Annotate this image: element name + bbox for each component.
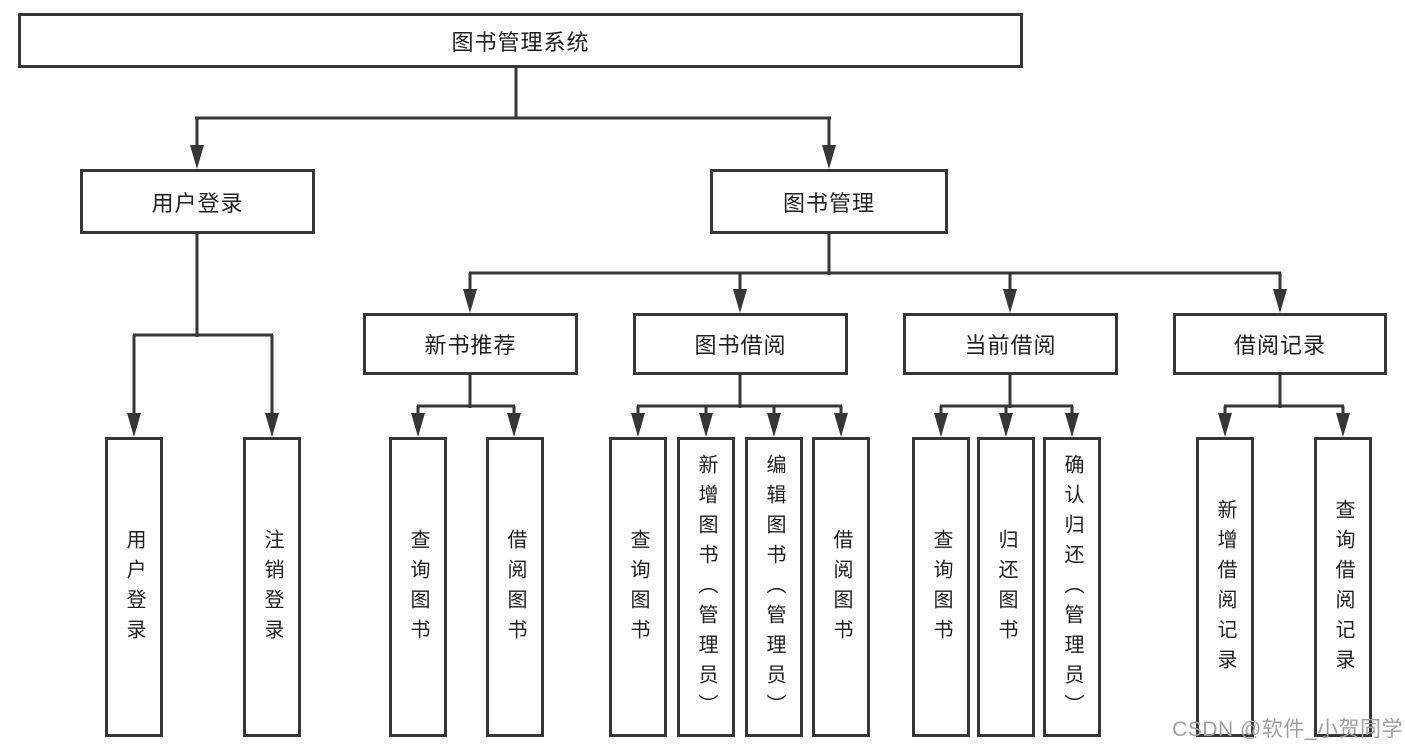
arrowhead (1065, 413, 1079, 437)
connector-lines (132, 68, 1345, 419)
arrowhead (507, 413, 521, 437)
arrowhead (767, 413, 781, 437)
arrowhead (190, 145, 204, 169)
leaf-logout: 注销登录 (243, 437, 301, 737)
leaf-borrow-books: 借阅图书 (812, 437, 870, 737)
arrowhead (733, 289, 747, 313)
arrowhead (934, 413, 948, 437)
node-book-management: 图书管理 (710, 169, 948, 234)
leaf-return-books: 归还图书 (977, 437, 1035, 737)
leaf-confirm-return-admin: 确认归还（管理员） (1043, 437, 1101, 737)
csdn-watermark: CSDN @软件_小贺同学 (1172, 718, 1403, 741)
leaf-user-login: 用户登录 (105, 437, 163, 737)
arrowheads (127, 145, 1350, 437)
node-book-borrowing: 图书借阅 (633, 313, 848, 375)
node-root: 图书管理系统 (18, 13, 1023, 68)
arrowhead (999, 413, 1013, 437)
arrowhead (463, 289, 477, 313)
arrowhead (411, 413, 425, 437)
arrowhead (834, 413, 848, 437)
leaf-query-borrow-record: 查询借阅记录 (1314, 437, 1372, 737)
node-borrowing-records: 借阅记录 (1173, 313, 1387, 375)
arrowhead (265, 413, 279, 437)
leaf-edit-books-admin: 编辑图书（管理员） (745, 437, 803, 737)
arrowhead (1003, 289, 1017, 313)
arrowhead (1218, 413, 1232, 437)
arrowhead (127, 413, 141, 437)
leaf-query-books-recommend: 查询图书 (389, 437, 447, 737)
leaf-borrow-books-recommend: 借阅图书 (486, 437, 544, 737)
arrowhead (1273, 289, 1287, 313)
arrowhead (822, 145, 836, 169)
node-current-borrowing: 当前借阅 (903, 313, 1118, 375)
arrowhead (1336, 413, 1350, 437)
node-new-book-recommend: 新书推荐 (363, 313, 578, 375)
leaf-add-books-admin: 新增图书（管理员） (677, 437, 735, 737)
arrowhead (699, 413, 713, 437)
node-user-login: 用户登录 (80, 169, 315, 234)
leaf-query-books-current: 查询图书 (912, 437, 970, 737)
leaf-add-borrow-record: 新增借阅记录 (1196, 437, 1254, 737)
leaf-query-books-borrowing: 查询图书 (609, 437, 667, 737)
arrowhead (631, 413, 645, 437)
